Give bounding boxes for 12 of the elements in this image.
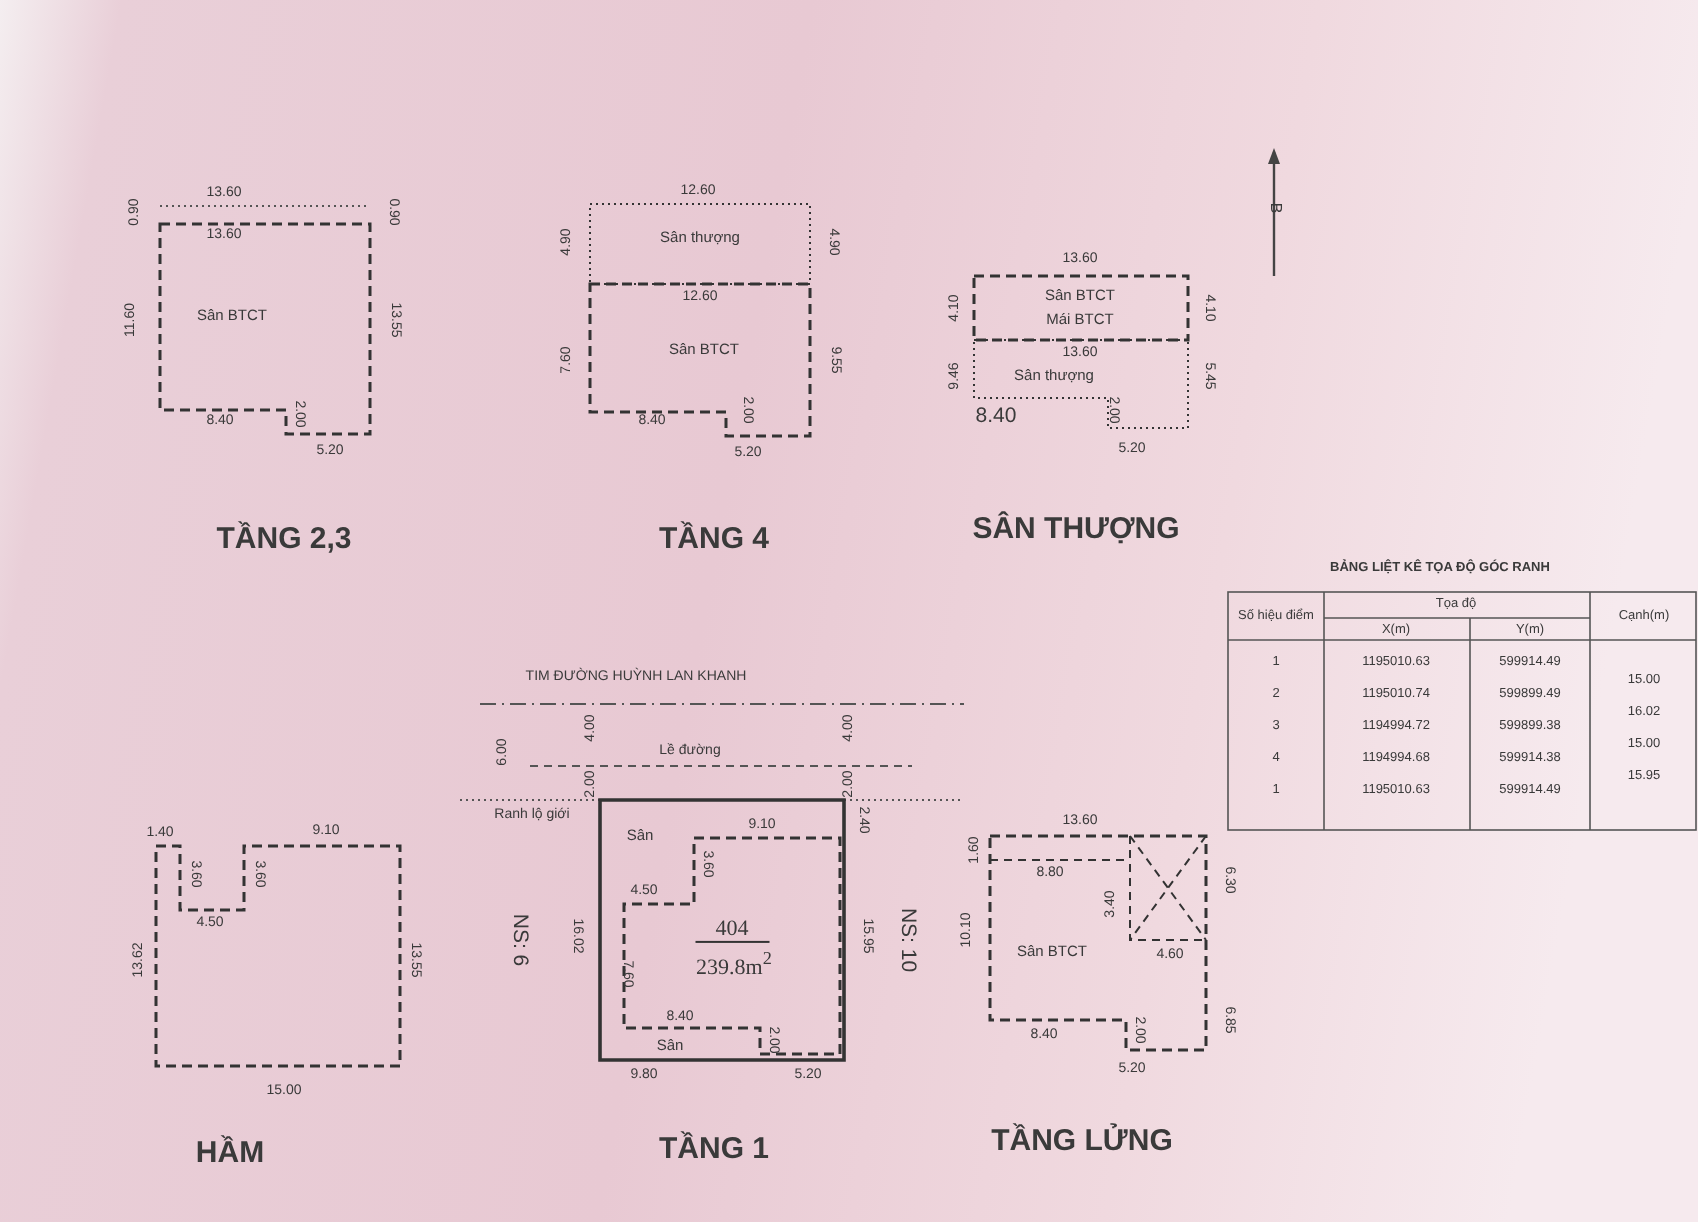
north-label: B: [1265, 202, 1283, 214]
floor-title: SÂN THƯỢNG: [972, 513, 1180, 547]
neighbor-label: NS: 6: [506, 913, 530, 967]
floor-title: TẦNG 2,3: [216, 523, 352, 557]
lot-number: 404: [695, 916, 769, 944]
neighbor-label: 8.40: [975, 406, 1017, 430]
floor-title: HẦM: [195, 1137, 265, 1171]
floor-title: TẦNG 4: [659, 523, 769, 557]
floor-title: TẦNG 1: [659, 1133, 769, 1167]
area-label: 239.8m$^{2}$: [696, 948, 772, 980]
floor-title: TẦNG LỬNG: [991, 1125, 1173, 1159]
neighbor-label: NS: 10: [894, 907, 918, 973]
